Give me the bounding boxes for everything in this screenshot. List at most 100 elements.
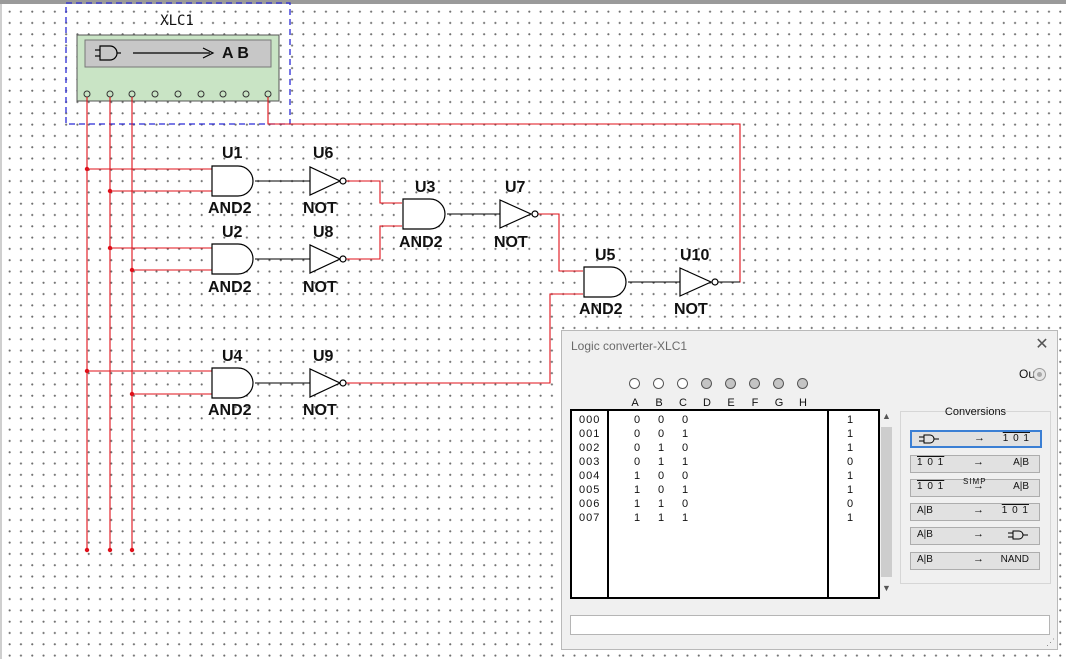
cell-out[interactable]: 1: [846, 428, 854, 440]
circuit-to-truth-table-button[interactable]: → 1 0 1: [910, 430, 1042, 448]
input-toggle-d[interactable]: [701, 378, 712, 389]
truth-table-icon: 1 0 1: [917, 481, 945, 492]
cell-c: 0: [681, 470, 689, 482]
arrow-icon: [133, 47, 215, 59]
cell-c: 1: [681, 484, 689, 496]
cell-a: 1: [633, 484, 641, 496]
not-gate-u7-bubble: [531, 210, 539, 218]
cell-out[interactable]: 0: [846, 456, 854, 468]
gate-type-u3: AND2: [399, 234, 443, 251]
expression-to-nand-button[interactable]: A|B → NAND: [910, 552, 1040, 570]
gate-type-u8: NOT: [303, 279, 337, 296]
cell-out[interactable]: 0: [846, 498, 854, 510]
expression-to-truth-table-button[interactable]: A|B → 1 0 1: [910, 503, 1040, 521]
not-gate-u6[interactable]: [309, 166, 342, 196]
not-gate-u8[interactable]: [309, 244, 342, 274]
input-toggle-c[interactable]: [677, 378, 688, 389]
gate-type-u5: AND2: [579, 301, 623, 318]
cell-out[interactable]: 1: [846, 484, 854, 496]
and-gate-u3[interactable]: [402, 198, 446, 230]
nand-label: NAND: [1000, 554, 1029, 565]
conversions-group: Conversions → 1 0 1 1 0 1 → A|B 1 0 1 SI…: [900, 406, 1051, 584]
instrument-terminals: [83, 90, 272, 98]
conversions-title: Conversions: [944, 406, 1007, 418]
close-icon[interactable]: ✕: [1035, 336, 1049, 353]
column-header-e: E: [727, 397, 735, 409]
instrument-display-text: A B: [222, 45, 249, 62]
gate-ref-u1: U1: [222, 145, 243, 162]
gate-type-u9: NOT: [303, 402, 337, 419]
not-gate-u8-bubble: [339, 255, 347, 263]
input-toggle-h[interactable]: [797, 378, 808, 389]
cell-b: 0: [657, 428, 665, 440]
expression-input[interactable]: [570, 615, 1050, 635]
expression-icon: A|B: [917, 505, 933, 516]
cell-b: 1: [657, 456, 665, 468]
gate-type-u1: AND2: [208, 200, 252, 217]
cell-out[interactable]: 1: [846, 442, 854, 454]
not-gate-u10[interactable]: [679, 267, 713, 297]
gate-ref-u2: U2: [222, 224, 243, 241]
arrow-icon: →: [973, 528, 984, 540]
expression-icon: A|B: [917, 529, 933, 540]
truth-table-icon: 1 0 1: [1002, 433, 1030, 444]
truth-table-icon: 1 0 1: [917, 457, 945, 468]
cell-out[interactable]: 1: [846, 414, 854, 426]
cell-b: 0: [657, 470, 665, 482]
gate-ref-u5: U5: [595, 247, 616, 264]
canvas-left-border: [0, 4, 2, 659]
truth-table-to-expression-button[interactable]: 1 0 1 → A|B: [910, 455, 1040, 473]
truth-table-icon: 1 0 1: [1001, 505, 1029, 516]
column-header-a: A: [631, 397, 639, 409]
input-toggle-f[interactable]: [749, 378, 760, 389]
logic-converter-window[interactable]: Logic converter-XLC1 ✕ Out A B C D E F G…: [561, 330, 1058, 650]
input-toggle-g[interactable]: [773, 378, 784, 389]
column-header-g: G: [774, 397, 784, 409]
gate-leads: [255, 180, 680, 384]
truth-table[interactable]: 000 0 0 0 1 001 0 0 1 1 002 0 1 0 1 003 …: [570, 409, 880, 599]
and-gate-icon: [918, 433, 940, 448]
arrow-icon: →: [974, 432, 985, 444]
out-terminal-radio[interactable]: [1033, 368, 1046, 381]
column-header-d: D: [703, 397, 711, 409]
resize-grip-icon[interactable]: ⋰: [1046, 637, 1055, 647]
cell-a: 1: [633, 498, 641, 510]
cell-c: 1: [681, 456, 689, 468]
gate-ref-u3: U3: [415, 179, 436, 196]
cell-c: 0: [681, 442, 689, 454]
cell-b: 1: [657, 442, 665, 454]
expression-to-circuit-button[interactable]: A|B →: [910, 527, 1040, 545]
and-gate-u1[interactable]: [211, 165, 254, 197]
scroll-up-icon[interactable]: ▲: [882, 411, 891, 421]
cell-a: 1: [633, 470, 641, 482]
and-gate-icon: [1007, 529, 1029, 544]
cell-b: 0: [657, 414, 665, 426]
cell-c: 1: [681, 512, 689, 524]
and-gate-u4[interactable]: [211, 367, 254, 399]
cell-b: 1: [657, 498, 665, 510]
truth-table-to-simplified-expression-button[interactable]: 1 0 1 SIMP → A|B: [910, 477, 1040, 497]
scrollbar-thumb[interactable]: [881, 427, 892, 577]
cell-a: 1: [633, 512, 641, 524]
input-toggle-b[interactable]: [653, 378, 664, 389]
row-index: 002: [579, 442, 601, 454]
and-gate-u2[interactable]: [211, 243, 254, 275]
scroll-down-icon[interactable]: ▼: [882, 583, 891, 593]
and-gate-u5[interactable]: [583, 266, 627, 298]
cell-out[interactable]: 1: [846, 512, 854, 524]
truth-table-divider: [607, 411, 609, 597]
input-toggle-e[interactable]: [725, 378, 736, 389]
row-index: 004: [579, 470, 601, 482]
truth-table-scrollbar[interactable]: ▲ ▼: [880, 411, 894, 597]
not-gate-u9[interactable]: [309, 368, 342, 398]
input-toggle-a[interactable]: [629, 378, 640, 389]
row-index: 000: [579, 414, 601, 426]
wire-junctions: [84, 166, 135, 553]
not-gate-u7[interactable]: [499, 199, 533, 229]
column-header-f: F: [751, 397, 759, 409]
cell-b: 0: [657, 484, 665, 496]
cell-out[interactable]: 1: [846, 470, 854, 482]
cell-a: 0: [633, 456, 641, 468]
